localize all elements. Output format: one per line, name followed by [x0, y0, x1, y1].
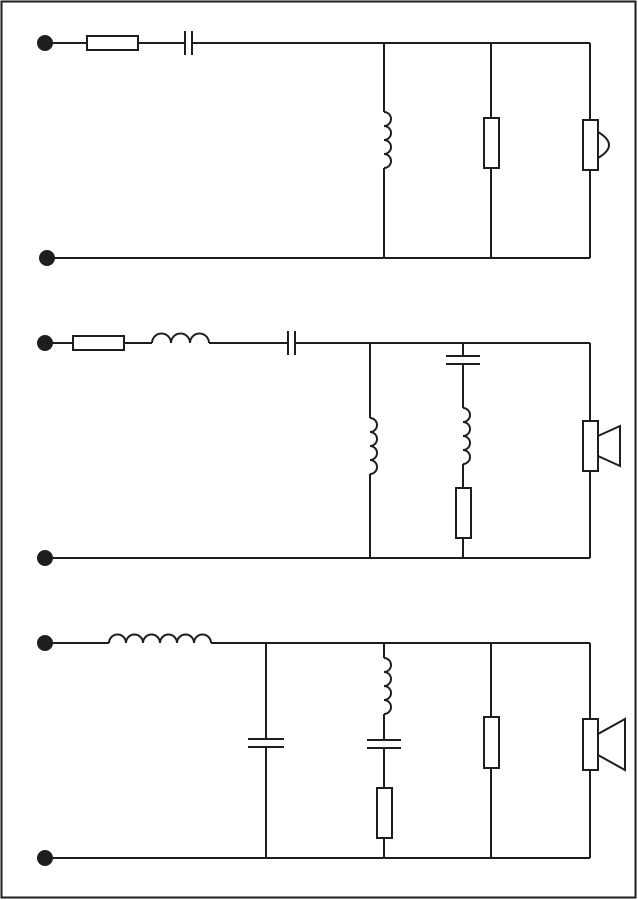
input-terminal-positive [37, 35, 53, 51]
input-terminal-negative [39, 250, 55, 266]
series-inductor [151, 332, 210, 344]
shunt-resistor [483, 716, 500, 769]
shunt-inductor [369, 417, 378, 475]
input-terminal-positive [37, 335, 53, 351]
trap-inductor [462, 407, 471, 465]
tweeter-icon [582, 119, 599, 171]
input-terminal-negative [37, 550, 53, 566]
shunt-capacitor [248, 738, 284, 748]
speaker-cone [597, 424, 621, 468]
series-capacitor [287, 331, 296, 355]
trap-resistor [376, 787, 393, 839]
speaker-icon [582, 718, 599, 771]
trap-capacitor [446, 355, 480, 365]
trap-resistor [455, 487, 472, 539]
series-resistor [86, 35, 139, 51]
shunt-inductor [383, 111, 392, 169]
circuit-woofer [37, 633, 626, 866]
series-inductor [108, 633, 212, 644]
shunt-resistor [483, 117, 500, 169]
circuit-midrange [37, 331, 621, 566]
trap-capacitor [367, 739, 401, 749]
input-terminal-negative [37, 850, 53, 866]
tweeter-dome [597, 131, 610, 159]
speaker-icon [582, 420, 599, 472]
input-terminal-positive [37, 635, 53, 651]
trap-inductor [383, 657, 392, 715]
speaker-cone [597, 717, 626, 772]
series-resistor [72, 335, 125, 351]
circuit-tweeter [37, 31, 610, 266]
series-capacitor [184, 31, 193, 55]
